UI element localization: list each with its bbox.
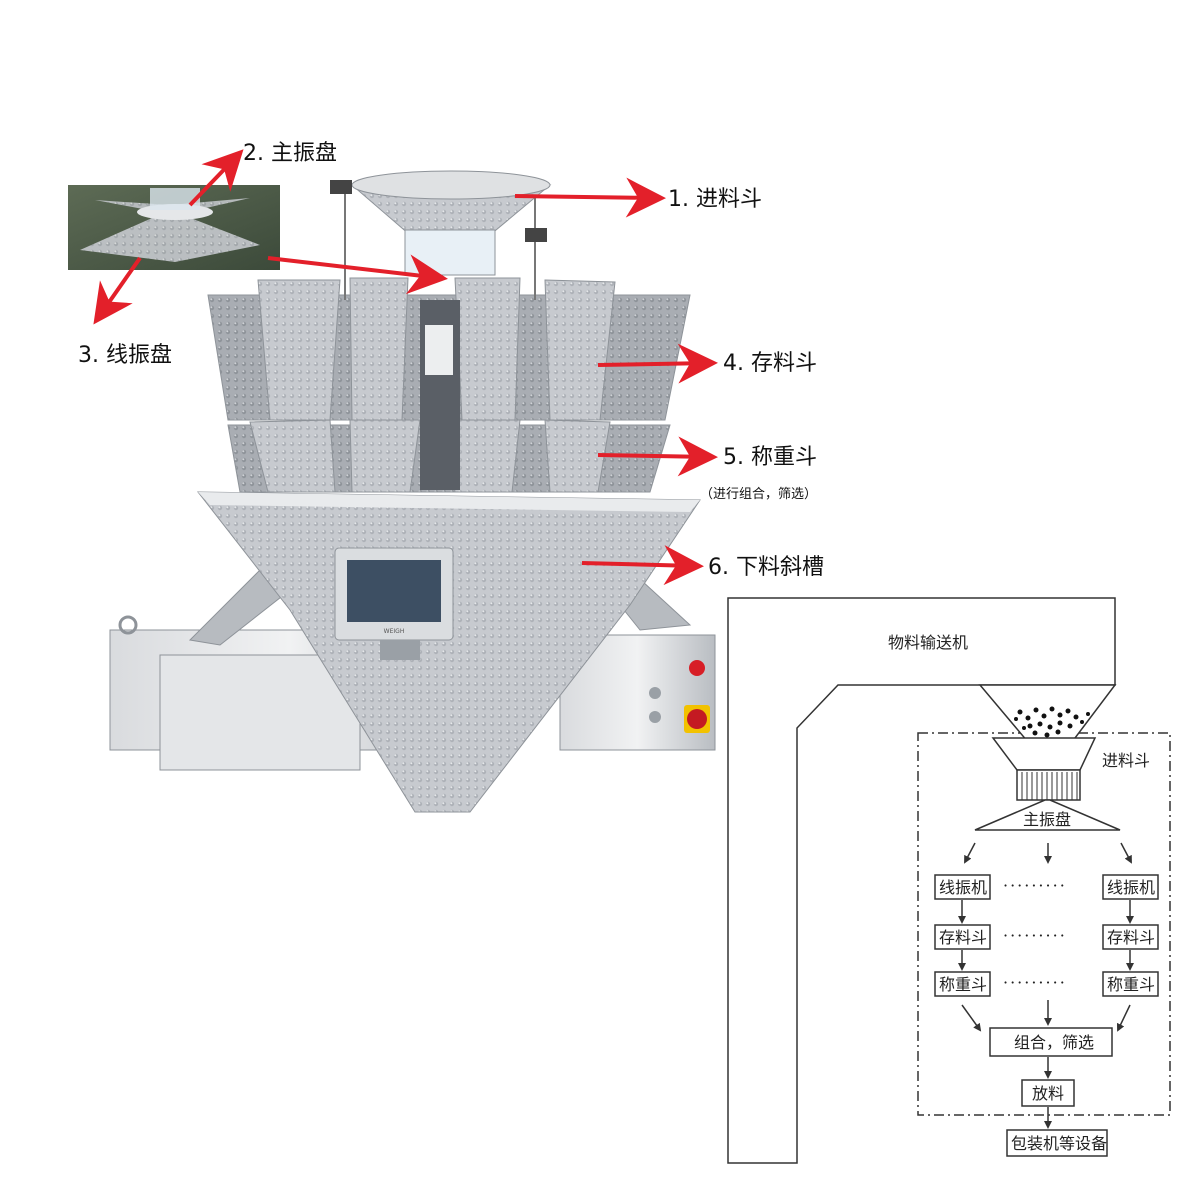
flow-discharge: 放料 [1032, 1084, 1064, 1103]
label-line-vibrator: 3. 线振盘 [78, 343, 172, 368]
flow-dots-1: ········· [1003, 876, 1067, 895]
conveyor-outline [727, 597, 1116, 1164]
flow-labels: 物料输送机 进料斗 主振盘 线振机 线振机 ········· 存料斗 存料斗 … [888, 633, 1155, 1153]
flow-packaging: 包装机等设备 [1011, 1134, 1107, 1153]
callout-arrows [93, 149, 718, 586]
infeed-funnel [330, 170, 552, 300]
flow-hopper: 进料斗 [1102, 751, 1150, 770]
arrow-1 [514, 177, 666, 218]
label-feed-hopper: 1. 进料斗 [668, 187, 762, 212]
weigh-hoppers [227, 419, 671, 493]
arrow-2 [188, 149, 244, 207]
machine-illustration: WEIGH [109, 170, 716, 813]
arrow-3 [93, 256, 142, 325]
flow-diagram [727, 597, 1171, 1164]
flow-line-vibrator-right: 线振机 [1107, 878, 1155, 897]
flow-weigh-right: 称重斗 [1107, 975, 1155, 994]
storage-hoppers [207, 277, 691, 490]
arrow-inset-link [267, 254, 448, 295]
arrow-5 [597, 436, 718, 477]
label-weigh-hopper-note: （进行组合，筛选） [700, 487, 817, 502]
arrow-4 [597, 343, 718, 384]
arrow-6 [581, 545, 704, 586]
vibrator-inset-photo [68, 185, 280, 270]
flow-dots-3: ········· [1003, 973, 1067, 992]
flow-main-vibrator: 主振盘 [1023, 810, 1071, 829]
touch-screen-panel: WEIGH [334, 547, 454, 660]
label-weigh-hopper: 5. 称重斗 [723, 445, 817, 470]
label-storage-hopper: 4. 存料斗 [723, 351, 817, 376]
flow-line-vibrator-left: 线振机 [939, 878, 987, 897]
material-pellets [1014, 706, 1090, 738]
flow-combine: 组合，筛选 [1014, 1033, 1094, 1052]
emergency-stop-button [687, 709, 707, 729]
flow-weigh-left: 称重斗 [939, 975, 987, 994]
label-discharge-chute: 6. 下料斜槽 [708, 555, 824, 580]
flow-dots-2: ········· [1003, 926, 1067, 945]
control-buttons [649, 660, 710, 733]
flow-storage-right: 存料斗 [1107, 928, 1155, 947]
panel-brand: WEIGH [384, 628, 405, 635]
start-button [689, 660, 705, 676]
callout-labels: 1. 进料斗 2. 主振盘 3. 线振盘 4. 存料斗 5. 称重斗 （进行组合… [78, 141, 824, 580]
flow-storage-left: 存料斗 [939, 928, 987, 947]
flow-conveyor: 物料输送机 [888, 633, 968, 652]
label-main-vibrator: 2. 主振盘 [243, 141, 337, 166]
